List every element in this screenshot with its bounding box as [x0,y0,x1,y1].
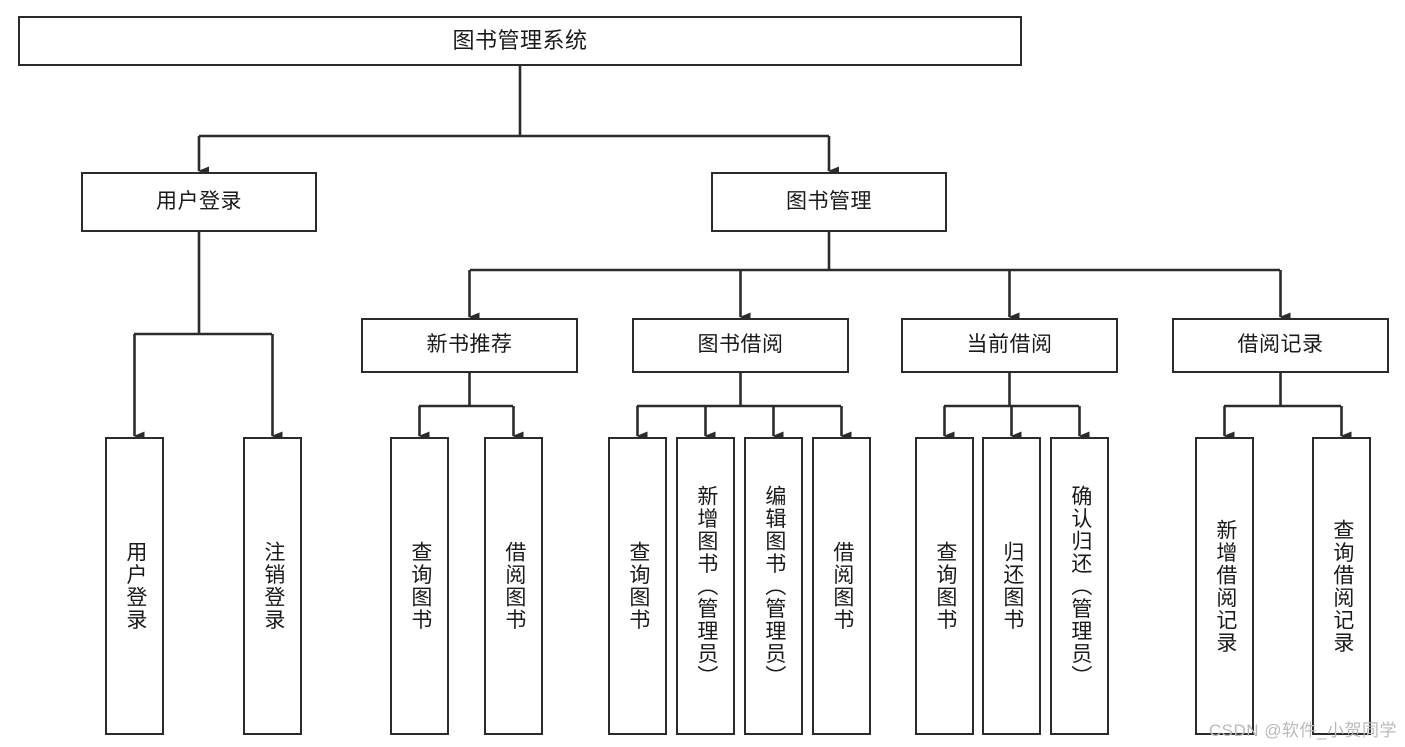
node-label: 归还图书 [1000,541,1024,631]
node-label: 图书管理 [786,189,872,213]
node-leaf-add-book[interactable]: 新增图书（管理员） [676,437,735,735]
node-new-book-rec[interactable]: 新书推荐 [361,318,578,373]
node-label: 编辑图书（管理员） [762,484,786,688]
node-current-borrow[interactable]: 当前借阅 [901,318,1118,373]
node-label: 新增借阅记录 [1213,518,1237,654]
node-leaf-query-3[interactable]: 查询图书 [915,437,974,735]
node-label: 注销登录 [261,541,285,631]
node-label: 用户登录 [156,189,242,213]
node-label: 图书管理系统 [452,28,588,54]
node-leaf-add-rec[interactable]: 新增借阅记录 [1195,437,1254,735]
node-leaf-borrow-1[interactable]: 借阅图书 [484,437,543,735]
node-label: 查询图书 [933,541,957,631]
node-borrow-record[interactable]: 借阅记录 [1172,318,1389,373]
node-label: 当前借阅 [966,333,1053,357]
node-label: 查询借阅记录 [1330,518,1354,654]
node-leaf-user-login[interactable]: 用户登录 [105,437,164,735]
node-leaf-query-1[interactable]: 查询图书 [390,437,449,735]
node-label: 借阅图书 [502,541,526,631]
node-label: 查询图书 [626,541,650,631]
node-label: 用户登录 [123,541,147,631]
node-label: 借阅图书 [830,541,854,631]
node-user-login[interactable]: 用户登录 [81,172,317,232]
node-leaf-borrow-2[interactable]: 借阅图书 [812,437,871,735]
node-book-manage[interactable]: 图书管理 [711,172,947,232]
node-root[interactable]: 图书管理系统 [18,16,1022,66]
node-label: 新书推荐 [426,333,513,357]
node-label: 确认归还（管理员） [1068,484,1092,688]
node-label: 图书借阅 [697,333,784,357]
node-leaf-logout[interactable]: 注销登录 [243,437,302,735]
node-label: 新增图书（管理员） [694,484,718,688]
node-leaf-confirm[interactable]: 确认归还（管理员） [1050,437,1109,735]
node-leaf-return[interactable]: 归还图书 [982,437,1041,735]
node-leaf-query-2[interactable]: 查询图书 [608,437,667,735]
node-leaf-query-rec[interactable]: 查询借阅记录 [1312,437,1371,735]
node-book-borrow[interactable]: 图书借阅 [632,318,849,373]
node-leaf-edit-book[interactable]: 编辑图书（管理员） [744,437,803,735]
node-label: 借阅记录 [1237,333,1324,357]
node-label: 查询图书 [408,541,432,631]
